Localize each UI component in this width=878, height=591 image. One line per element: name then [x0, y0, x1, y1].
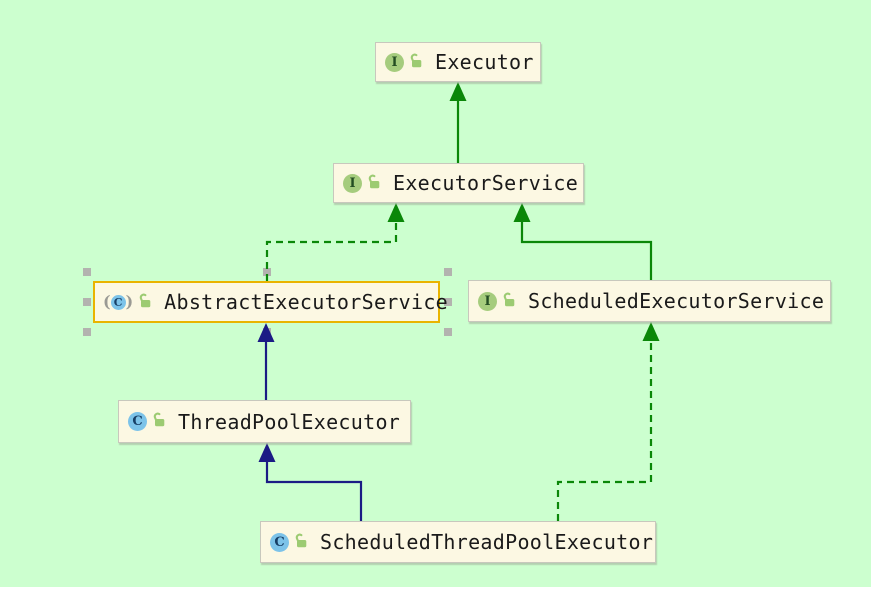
class-icon: C [110, 294, 126, 310]
arrowhead-implements [642, 322, 660, 341]
arrowhead-extends [513, 203, 531, 222]
class-icon: C [128, 412, 147, 431]
resize-handle-top-left[interactable] [83, 268, 91, 276]
edge-thread-pool-executor-extends-abstract-executor-service [257, 323, 275, 400]
paren-left: ( [103, 292, 111, 311]
interface-icon: I [478, 291, 497, 311]
edge-scheduled-thread-pool-executor-implements-scheduled-executor-service [556, 322, 660, 521]
window-gutter-bottom [0, 587, 878, 591]
abstract-class-icon: (C) [103, 294, 133, 310]
node-label: ScheduledExecutorService [528, 289, 825, 313]
unlocked-icon [151, 412, 166, 431]
arrowhead-extends [257, 323, 275, 342]
node-executor[interactable]: I Executor [375, 42, 541, 82]
edge-scheduled-thread-pool-executor-extends-thread-pool-executor [258, 443, 363, 521]
unlocked-icon [137, 293, 152, 312]
unlocked-icon [501, 292, 516, 311]
unlocked-icon [293, 533, 308, 552]
node-label: ThreadPoolExecutor [178, 409, 401, 434]
resize-handle-bottom-left[interactable] [83, 328, 91, 336]
interface-icon: I [343, 173, 362, 193]
arrowhead-extends [449, 82, 467, 101]
resize-handle-top-right[interactable] [444, 268, 452, 276]
edge-scheduled-executor-service-extends-executor-service [513, 203, 653, 280]
node-scheduled-thread-pool-executor[interactable]: C ScheduledThreadPoolExecutor [260, 521, 656, 563]
resize-handle-mid-left[interactable] [83, 298, 91, 306]
node-label: ExecutorService [393, 171, 579, 195]
node-scheduled-executor-service[interactable]: I ScheduledExecutorService [468, 280, 831, 322]
node-executor-service[interactable]: I ExecutorService [333, 163, 584, 203]
node-label: AbstractExecutorService [164, 290, 448, 314]
node-label: ScheduledThreadPoolExecutor [320, 530, 654, 554]
resize-handle-top-center[interactable] [262, 268, 271, 276]
unlocked-icon [366, 174, 381, 193]
edge-abstract-executor-service-implements-executor-service [265, 203, 405, 281]
edge-executor-service-extends-executor [449, 82, 467, 163]
node-thread-pool-executor[interactable]: C ThreadPoolExecutor [118, 400, 411, 443]
node-label: Executor [435, 50, 534, 74]
window-gutter-right [871, 0, 878, 591]
node-abstract-executor-service[interactable]: (C) AbstractExecutorService [93, 281, 448, 323]
resize-handle-bottom-right[interactable] [444, 328, 452, 336]
arrowhead-extends [258, 443, 276, 462]
paren-right: ) [125, 292, 134, 311]
unlocked-icon [408, 53, 423, 72]
interface-icon: I [385, 52, 404, 72]
arrowhead-implements [387, 203, 405, 222]
class-icon: C [270, 532, 289, 552]
resize-handle-mid-right[interactable] [444, 298, 452, 306]
